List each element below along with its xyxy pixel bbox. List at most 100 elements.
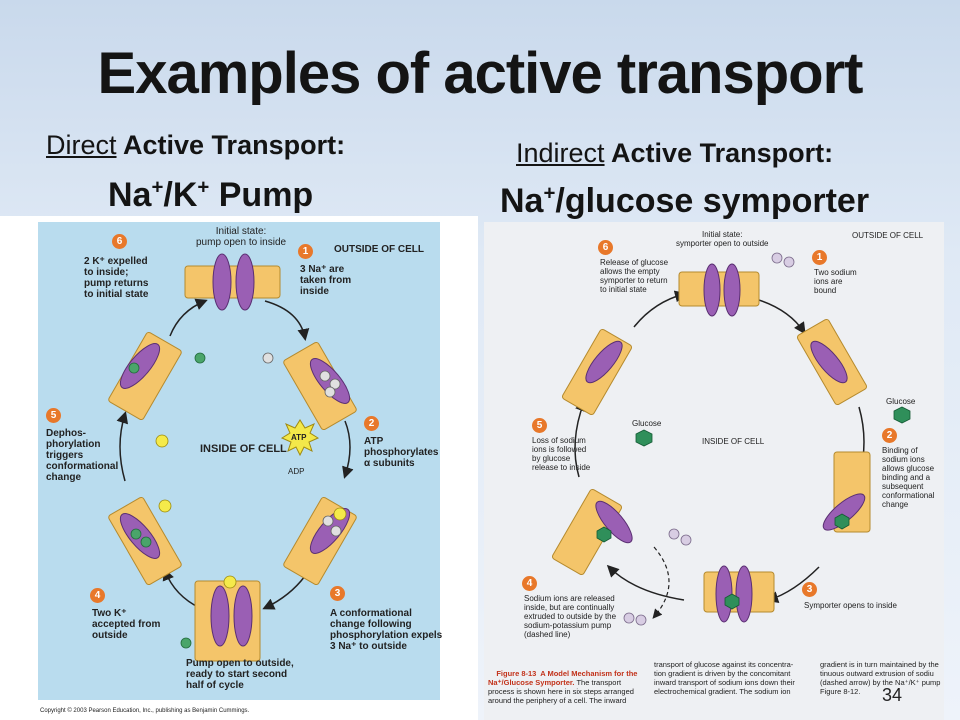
cycle-arrow-3: [262, 575, 306, 610]
sym-step-3-label: Symporter opens to inside: [804, 601, 897, 610]
left-inside-label: INSIDE OF CELL: [200, 443, 287, 455]
left-sup-2: +: [197, 176, 210, 199]
left-bottom-label: Pump open to outside, ready to start sec…: [186, 658, 294, 691]
left-sub-k: /K: [163, 176, 198, 214]
k-ion-4: [180, 637, 192, 649]
sym-protein-bottom-a: [715, 565, 733, 623]
phosphate-1: [333, 507, 347, 521]
pump-right-top: [309, 358, 351, 404]
left-subheading: Na+/K+ Pump: [108, 176, 313, 215]
na-k-pump-diagram: [108, 253, 357, 662]
sym-protein-left-top: [585, 340, 623, 384]
left-outside-label: OUTSIDE OF CELL: [334, 244, 424, 255]
left-step-3-label: A conformational change following phosph…: [330, 608, 443, 652]
atp-burst: [280, 419, 320, 457]
sym-na-ion-5: [623, 612, 635, 624]
right-heading: Indirect Active Transport:: [516, 138, 833, 169]
sym-protein-right-top: [810, 340, 848, 384]
atp-label: ATP: [291, 433, 307, 442]
glucose-left: [596, 526, 612, 543]
right-heading-underlined: Indirect: [516, 138, 605, 168]
pump-top-b: [235, 253, 255, 311]
na-ion-5: [322, 515, 334, 527]
cycle-arrow-2: [342, 420, 354, 479]
sym-step-6-badge: 6: [598, 240, 613, 255]
step-6-badge: 6: [112, 234, 127, 249]
right-heading-rest: Active Transport:: [604, 138, 834, 168]
sym-caption-col3: gradient is in turn maintained by the ti…: [820, 660, 941, 696]
pump-bottom-b: [233, 585, 253, 647]
left-heading-rest: Active Transport:: [116, 130, 346, 160]
na-ion-3: [324, 386, 336, 398]
sym-initial-state-label: Initial state: symporter open to outside: [676, 230, 769, 248]
k-ion-1: [194, 352, 206, 364]
adp-label: ADP: [288, 467, 305, 476]
sym-protein-bottom-b: [735, 565, 753, 623]
sym-inside-label: INSIDE OF CELL: [702, 437, 765, 446]
sym-step-3-badge: 3: [802, 582, 817, 597]
sym-na-ion-6: [635, 614, 647, 626]
na-ion-1: [319, 370, 331, 382]
sym-step-2-badge: 2: [882, 428, 897, 443]
sym-na-ion-1: [771, 252, 783, 264]
left-step-5-label: Dephos- phorylation triggers conformatio…: [46, 428, 119, 483]
sym-outside-label: OUTSIDE OF CELL: [852, 231, 924, 240]
right-sub-glucose: /glucose symporter: [555, 182, 870, 220]
sym-step-5-label: Loss of sodium ions is followed by gluco…: [532, 436, 591, 472]
phosphate-2: [223, 575, 237, 589]
sym-caption-text-a: The transport process is shown here in s…: [488, 678, 634, 705]
pump-top-a: [212, 253, 232, 311]
na-ion-6: [330, 525, 342, 537]
phosphate-3: [155, 434, 169, 448]
glucose-bottom: [724, 593, 740, 610]
right-subheading: Na+/glucose symporter: [500, 182, 869, 221]
sym-na-ion-2: [783, 256, 795, 268]
sym-step-1-label: Two sodium ions are bound: [814, 268, 857, 295]
sym-step-2-label: Binding of sodium ions allows glucose bi…: [882, 446, 935, 509]
glucose-outside: [893, 406, 911, 424]
pump-left-top: [119, 343, 161, 389]
step-2-badge: 2: [364, 416, 379, 431]
sym-na-ion-4: [680, 534, 692, 546]
left-sub-na: Na: [108, 176, 152, 214]
sym-glucose-out-label: Glucose: [886, 397, 916, 406]
step-3-badge: 3: [330, 586, 345, 601]
sym-protein-left: [595, 500, 633, 544]
left-copyright: Copyright © 2003 Pearson Education, Inc.…: [40, 708, 250, 714]
cycle-arrow-1: [264, 300, 310, 341]
k-ion-5: [128, 362, 140, 374]
sym-arrow-4: [606, 564, 685, 601]
sym-step-6-label: Release of glucose allows the empty symp…: [600, 258, 669, 294]
sym-protein-top-b: [723, 263, 741, 317]
na-ion-4: [262, 352, 274, 364]
sym-protein-top-a: [703, 263, 721, 317]
sym-caption-col1: Figure 8-13 A Model Mechanism for the Na…: [488, 660, 638, 714]
cycle-arrow-6: [169, 298, 208, 337]
sym-arrow-6: [633, 290, 687, 328]
sym-step-1-badge: 1: [812, 250, 827, 265]
sym-protein-right: [822, 493, 866, 531]
phosphate-4: [158, 499, 172, 513]
left-heading: Direct Active Transport:: [46, 130, 345, 161]
sym-step-5-badge: 5: [532, 418, 547, 433]
sym-caption-col2: transport of glucose against its concent…: [654, 660, 795, 696]
left-step-4-label: Two K⁺ accepted from outside: [92, 608, 161, 641]
symporter-diagram: [552, 252, 911, 626]
sym-step-4-badge: 4: [522, 576, 537, 591]
left-step-1-label: 3 Na⁺ are taken from inside: [300, 264, 352, 297]
na-k-pump-figure: 6 1 2 3 4 5 Initial state: pump open to …: [0, 216, 478, 720]
left-sub-pump: Pump: [209, 176, 314, 214]
left-initial-state-label: Initial state: pump open to inside: [196, 226, 287, 248]
k-ion-2: [130, 528, 142, 540]
membrane-top: [184, 265, 281, 299]
left-step-2-label: ATP phosphorylates α subunits: [364, 436, 439, 469]
sym-step-4-label: Sodium ions are released inside, but are…: [524, 594, 617, 639]
slide-title: Examples of active transport: [97, 41, 864, 106]
right-sup: +: [543, 182, 556, 205]
step-5-badge: 5: [46, 408, 61, 423]
slide-number: 34: [881, 685, 902, 705]
na-glucose-symporter-figure: 6 1 2 3 4 5 Initial state: symporter ope…: [484, 222, 944, 720]
sym-caption-title: Figure 8-13 A Model Mechanism for the Na…: [488, 669, 638, 687]
k-ion-3: [140, 536, 152, 548]
step-1-badge: 1: [298, 244, 313, 259]
